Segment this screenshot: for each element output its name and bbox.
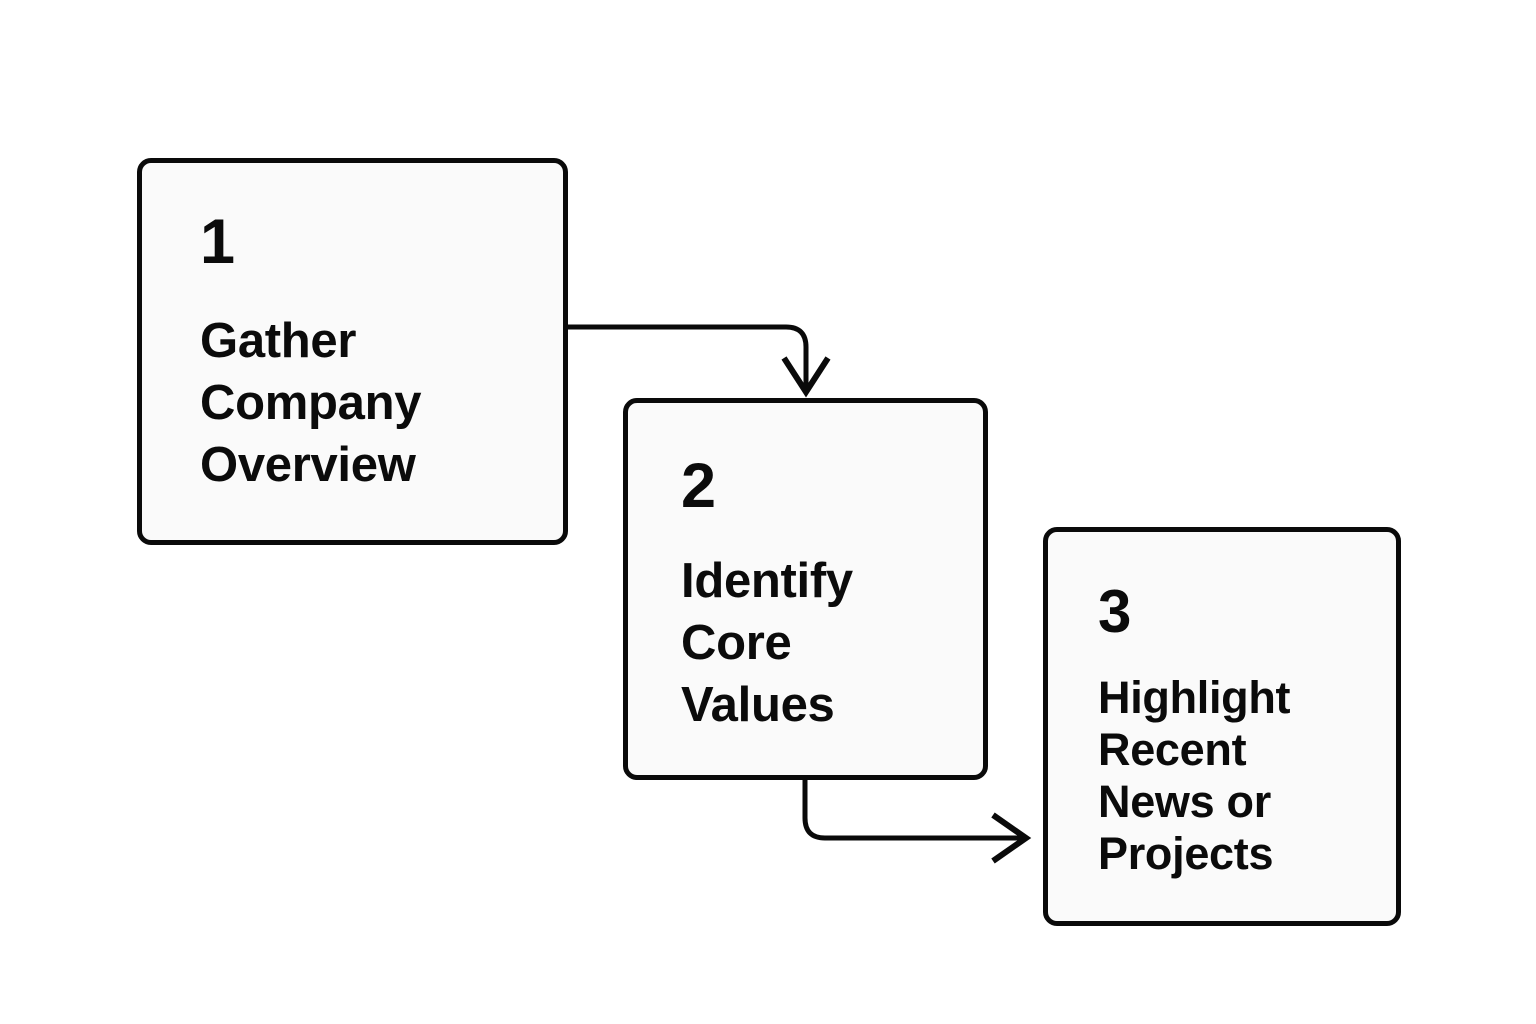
connector-step2-to-step3 [802,780,1032,864]
step-box-gather-company-overview[interactable]: 1 Gather Company Overview [137,158,568,545]
step-box-highlight-recent-news-or-projects[interactable]: 3 Highlight Recent News or Projects [1043,527,1401,926]
connector-step1-to-step2 [566,324,831,398]
step-box-identify-core-values[interactable]: 2 Identify Core Values [623,398,988,780]
step-number-3: 3 [1098,578,1131,645]
step-number-1: 1 [200,207,235,277]
step-label-2: Identify Core Values [681,554,853,732]
arrowhead-right-icon [991,812,1032,864]
arrowhead-down-icon [781,356,831,398]
step-label-3: Highlight Recent News or Projects [1098,672,1291,879]
step-number-2: 2 [681,451,716,521]
step-label-1: Gather Company Overview [200,314,422,492]
